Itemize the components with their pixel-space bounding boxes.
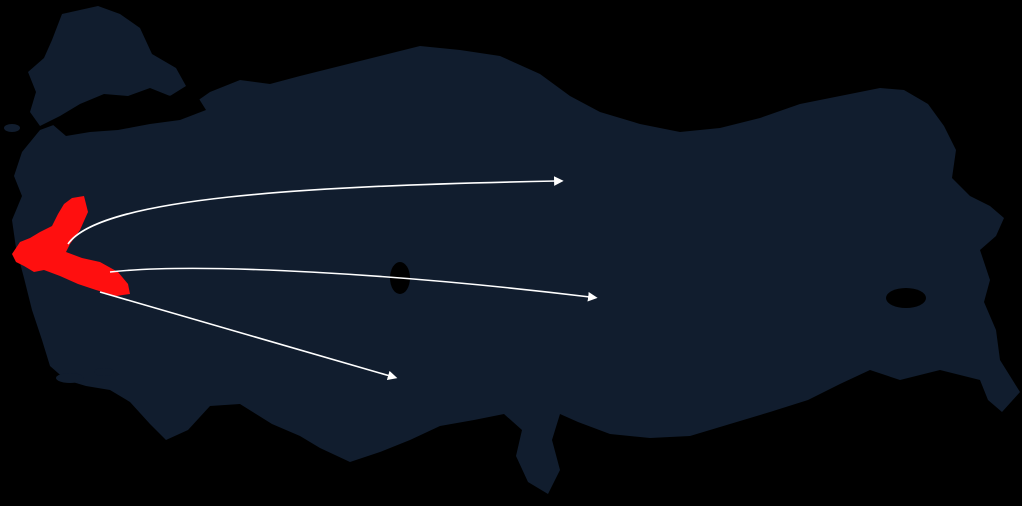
- arrow-to-central: [109, 267, 598, 302]
- aegean-island-2: [56, 373, 84, 383]
- arrow-to-south-central: [99, 291, 398, 381]
- highlighted-region-izmir: [12, 196, 130, 296]
- lake-van: [886, 288, 926, 308]
- sea-of-marmara: [52, 94, 206, 136]
- aegean-island-3: [94, 368, 114, 376]
- aegean-island-1: [4, 124, 20, 132]
- anatolia-landmass: [12, 46, 1020, 494]
- thrace-landmass: [28, 6, 186, 126]
- arrow-to-central-north: [67, 176, 564, 245]
